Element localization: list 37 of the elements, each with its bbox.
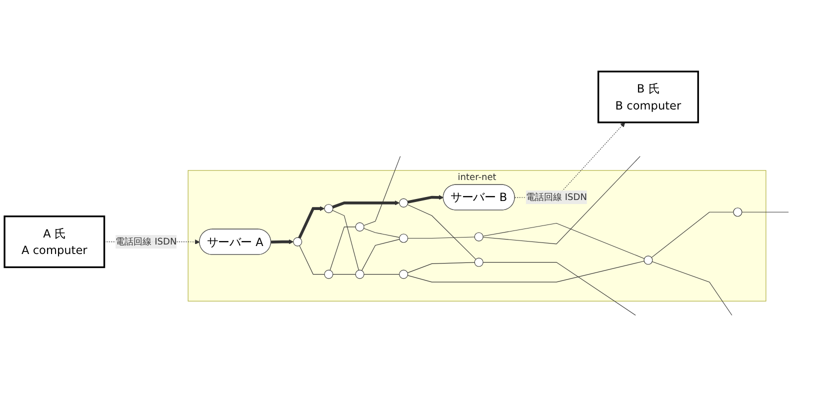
connector-line — [652, 260, 732, 316]
router-circle — [399, 233, 408, 242]
router-circle — [474, 232, 484, 241]
arrow — [407, 194, 444, 204]
router-circle — [644, 255, 653, 264]
connector-line — [651, 211, 734, 258]
connector-line — [363, 228, 400, 238]
connector-line — [407, 204, 476, 260]
router-circle — [355, 222, 364, 232]
router-circle — [733, 207, 742, 216]
router-circle — [355, 269, 364, 278]
arrow — [298, 206, 325, 238]
computer-box: B 氏 B computer — [597, 70, 699, 123]
arrow — [332, 200, 400, 208]
connector-line — [407, 260, 644, 282]
arrow — [271, 238, 294, 244]
connector-line — [330, 226, 356, 270]
connector-line — [408, 236, 475, 238]
connector-line — [482, 156, 640, 244]
router-circle — [324, 204, 334, 213]
connector-line — [482, 222, 645, 258]
computer-box: A 氏 A computer — [4, 215, 106, 268]
connector-line — [299, 244, 325, 274]
edge-label: 電話回線 ISDN — [526, 190, 588, 204]
connector-line — [407, 262, 475, 273]
router-circle — [324, 269, 334, 278]
server-ellipse: サーバー B — [442, 184, 515, 210]
router-circle — [399, 198, 408, 208]
connector-line — [332, 210, 359, 270]
router-circle — [474, 257, 484, 266]
router-circle — [293, 236, 302, 246]
router-circle — [399, 269, 408, 278]
connector-line — [363, 156, 401, 226]
edge-label: 電話回線 ISDN — [116, 234, 177, 248]
connector-line — [482, 262, 636, 316]
connector-line — [362, 238, 400, 270]
connector-line — [742, 211, 789, 212]
